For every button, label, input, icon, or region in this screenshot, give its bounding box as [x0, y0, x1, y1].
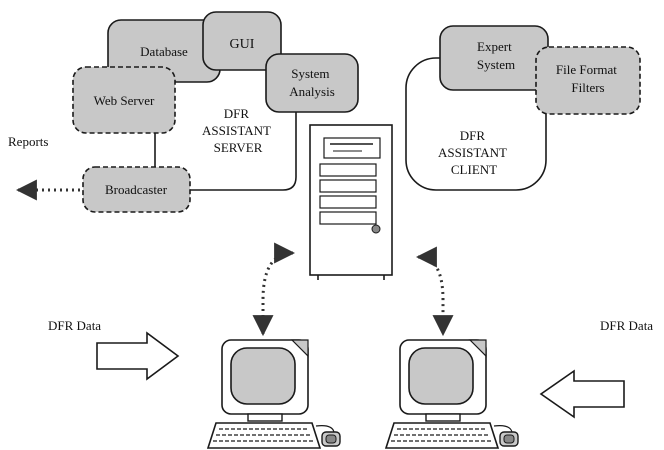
expert-system-label-line-1: Expert — [477, 39, 512, 54]
dfr-data-right-arrow — [539, 369, 625, 419]
server-label-line-2: ASSISTANT — [202, 123, 271, 138]
server-label-line-1: DFR — [224, 106, 250, 121]
database-label: Database — [140, 44, 188, 59]
server-container-outline — [150, 90, 297, 191]
system-analysis-label-line-1: System — [291, 66, 329, 81]
expert-system-label: Expert System — [477, 39, 515, 72]
left-workstation-icon — [206, 339, 341, 449]
server-group: Database GUI System Analysis Web Server — [72, 11, 359, 213]
dfr-data-left-arrow — [96, 331, 180, 381]
right-workstation-icon — [384, 339, 519, 449]
file-format-filters-label-line-1: File Format — [556, 62, 617, 77]
broadcaster-module: Broadcaster — [82, 166, 191, 213]
server-label: DFR ASSISTANT SERVER — [202, 106, 274, 155]
reports-label: Reports — [8, 134, 48, 149]
file-format-filters-module: File Format Filters — [535, 46, 641, 115]
server-to-left-workstation-arrow — [252, 242, 296, 337]
client-group: Expert System File Format Filters DFR AS… — [405, 25, 641, 191]
gui-label: GUI — [230, 37, 255, 52]
file-format-filters-label-line-2: Filters — [571, 80, 604, 95]
server-tower-icon — [309, 124, 393, 280]
gui-module: GUI — [202, 11, 282, 71]
expert-system-module: Expert System — [439, 25, 549, 91]
web-server-module: Web Server — [72, 66, 176, 134]
system-analysis-label: System Analysis — [289, 66, 335, 99]
broadcaster-label: Broadcaster — [105, 182, 168, 197]
file-format-filters-label: File Format Filters — [556, 62, 620, 95]
client-label: DFR ASSISTANT CLIENT — [438, 128, 510, 177]
database-label-line: Database — [140, 44, 188, 59]
system-analysis-label-line-2: Analysis — [289, 84, 335, 99]
server-label-line-3: SERVER — [214, 140, 263, 155]
server-to-right-workstation-arrow — [415, 246, 454, 337]
web-server-label: Web Server — [94, 93, 155, 108]
dfr-data-right-label: DFR Data — [600, 318, 653, 333]
client-label-line-1: DFR — [460, 128, 486, 143]
expert-system-label-line-2: System — [477, 57, 515, 72]
broadcaster-label-line: Broadcaster — [105, 182, 168, 197]
gui-label-line: GUI — [230, 37, 255, 52]
system-analysis-module: System Analysis — [265, 53, 359, 113]
dfr-data-left-label: DFR Data — [48, 318, 101, 333]
client-label-line-3: CLIENT — [451, 162, 497, 177]
client-label-line-2: ASSISTANT — [438, 145, 507, 160]
web-server-label-line: Web Server — [94, 93, 155, 108]
